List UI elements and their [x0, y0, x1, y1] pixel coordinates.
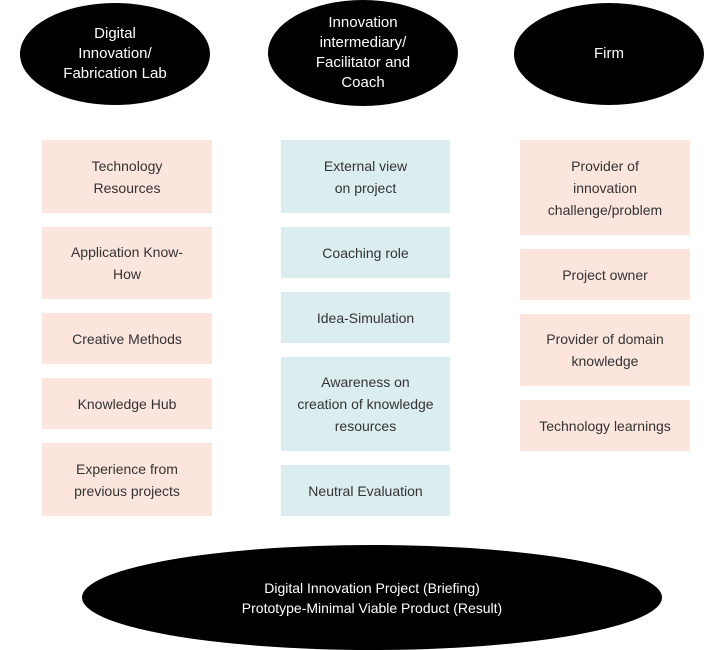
intermediary-item-idea-simulation: Idea-Simulation: [281, 292, 450, 343]
project-result-label: Prototype-Minimal Viable Product (Result…: [241, 599, 503, 616]
actor-label-intermediary: Innovation intermediary/ Facilitator and…: [315, 14, 411, 91]
project-briefing-label: Digital Innovation Project (Briefing): [264, 579, 480, 596]
project-oval: Digital Innovation Project (Briefing) Pr…: [82, 545, 662, 650]
intermediary-item-coaching-role: Coaching role: [281, 227, 450, 278]
intermediary-item-neutral-evaluation: Neutral Evaluation: [281, 465, 450, 516]
lab-item-experience: Experience from previous projects: [42, 443, 212, 516]
actor-oval-lab: Digital Innovation/ Fabrication Lab: [20, 3, 210, 105]
firm-item-technology-learnings: Technology learnings: [520, 400, 690, 451]
actor-oval-firm: Firm: [514, 3, 704, 105]
firm-item-domain-knowledge: Provider of domain knowledge: [520, 314, 690, 386]
lab-item-technology-resources: Technology Resources: [42, 140, 212, 213]
actor-label-lab: Digital Innovation/ Fabrication Lab: [63, 25, 167, 82]
firm-item-project-owner: Project owner: [520, 249, 690, 300]
actor-oval-intermediary: Innovation intermediary/ Facilitator and…: [268, 0, 458, 106]
intermediary-item-awareness: Awareness on creation of knowledge resou…: [281, 357, 450, 451]
lab-item-creative-methods: Creative Methods: [42, 313, 212, 364]
firm-item-provider-challenge: Provider of innovation challenge/problem: [520, 140, 690, 235]
actor-label-firm: Firm: [594, 45, 624, 62]
intermediary-item-external-view: External view on project: [281, 140, 450, 213]
lab-item-knowledge-hub: Knowledge Hub: [42, 378, 212, 429]
lab-item-application-know-how: Application Know- How: [42, 227, 212, 299]
